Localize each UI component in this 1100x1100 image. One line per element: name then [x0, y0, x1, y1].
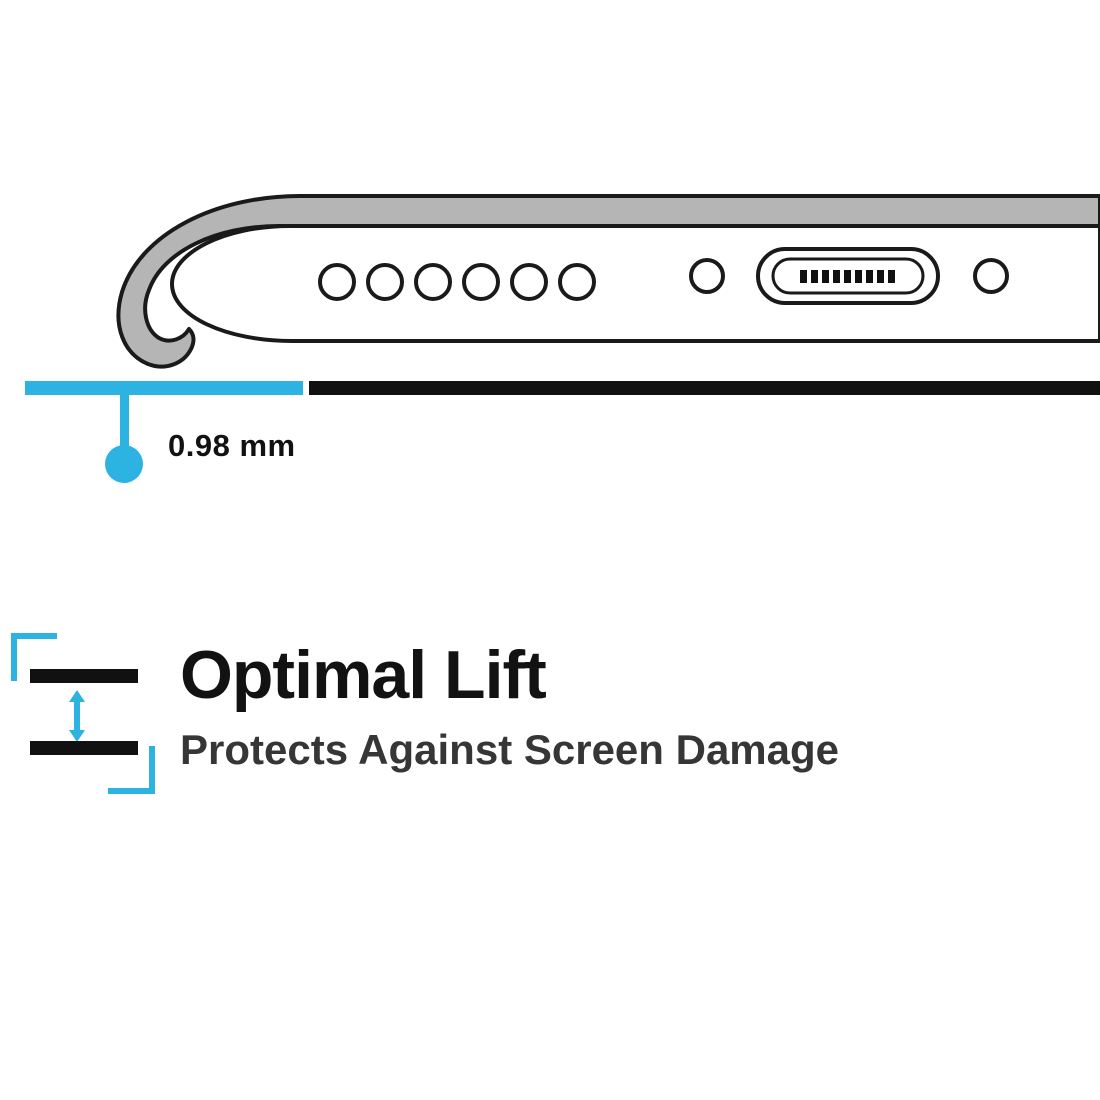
charging-port [756, 247, 940, 305]
speaker-hole [558, 263, 596, 301]
speaker-hole [462, 263, 500, 301]
bracket-top-left-icon [11, 633, 57, 681]
surface-line [309, 381, 1100, 395]
screen-bar-top [30, 669, 138, 683]
speaker-hole [318, 263, 356, 301]
screw-hole-left [689, 258, 725, 294]
lift-icon [11, 633, 155, 794]
speaker-holes [318, 263, 596, 301]
speaker-hole [510, 263, 548, 301]
phone-body [169, 224, 1100, 343]
speaker-hole [366, 263, 404, 301]
speaker-hole [414, 263, 452, 301]
feature-subtitle: Protects Against Screen Damage [180, 726, 840, 773]
lift-gap-line [25, 381, 303, 395]
screw-hole-right [973, 258, 1009, 294]
feature-title: Optimal Lift [180, 637, 547, 713]
port-pins [800, 270, 895, 283]
bracket-bottom-right-icon [108, 746, 155, 794]
measurement-line [120, 395, 129, 447]
phone-bar-bottom [30, 741, 138, 755]
measurement-dot [105, 445, 143, 483]
measurement-label: 0.98 mm [168, 428, 296, 463]
lift-arrow-icon [69, 690, 85, 742]
phone-case-bumper [116, 194, 1100, 369]
